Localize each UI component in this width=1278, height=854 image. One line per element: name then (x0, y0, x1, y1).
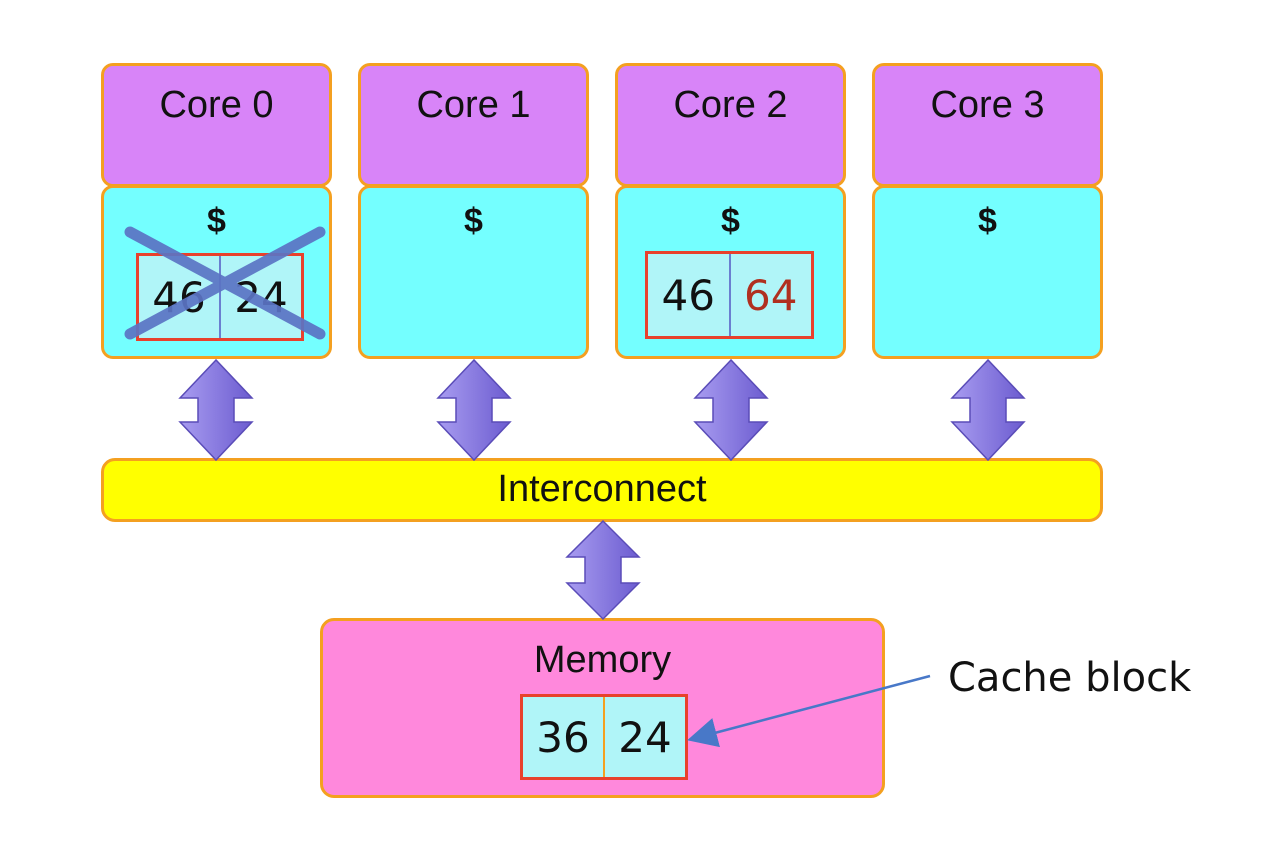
double-arrow-icon (178, 358, 254, 462)
core-3: Core 3 (872, 63, 1103, 187)
core-2-cache: $ 46 64 (615, 185, 846, 359)
core-0: Core 0 (101, 63, 332, 187)
double-arrow-icon (950, 358, 1026, 462)
core-2-cache-block: 46 64 (645, 251, 814, 339)
core-2-label: Core 2 (673, 84, 788, 126)
cache-block-modified-value: 64 (728, 254, 812, 336)
double-arrow-icon (436, 358, 512, 462)
core-3-cache: $ (872, 185, 1103, 359)
double-arrow-icon (693, 358, 769, 462)
core-1: Core 1 (358, 63, 589, 187)
x-cross-icon (124, 226, 326, 340)
core-2-cache-label: $ (721, 202, 740, 240)
core-1-cache-label: $ (464, 202, 483, 240)
memory-block-tag: 36 (536, 712, 590, 762)
double-arrow-icon (565, 519, 641, 621)
core-1-cache: $ (358, 185, 589, 359)
pointer-arrow (687, 674, 931, 748)
core-3-cache-label: $ (978, 202, 997, 240)
memory-cache-block: 36 24 (520, 694, 688, 780)
memory: Memory 36 24 (320, 618, 885, 798)
core-0-cache-label: $ (207, 202, 226, 240)
core-0-label: Core 0 (159, 84, 274, 126)
core-3-label: Core 3 (930, 84, 1045, 126)
core-0-cache-block: 46 24 (136, 253, 304, 341)
cache-block-annotation: Cache block (948, 655, 1192, 701)
interconnect-bus: Interconnect (101, 458, 1103, 522)
core-2: Core 2 (615, 63, 846, 187)
memory-block-value: 24 (603, 697, 685, 777)
core-0-cache: $ 46 24 (101, 185, 332, 359)
interconnect-label: Interconnect (497, 468, 707, 510)
cache-block-tag: 46 (661, 270, 715, 320)
core-1-label: Core 1 (416, 84, 531, 126)
memory-label: Memory (533, 639, 672, 681)
